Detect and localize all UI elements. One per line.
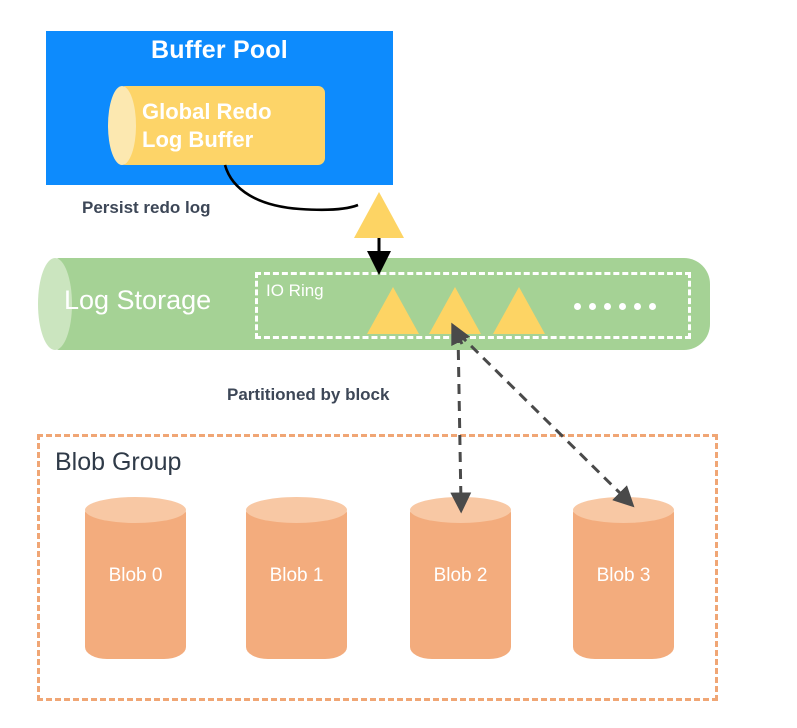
blob-group-title: Blob Group <box>55 448 182 476</box>
redo-buffer-label-line1: Global Redo <box>142 99 272 124</box>
log-storage-label: Log Storage <box>64 285 212 315</box>
blob-label: Blob 2 <box>433 565 488 586</box>
redo-buffer-label-line2: Log Buffer <box>142 127 254 152</box>
blob-cylinder-top <box>573 497 674 523</box>
blob-label: Blob 1 <box>269 565 324 586</box>
blob-cylinder: Blob 2 <box>410 497 511 665</box>
blob-cylinder-body <box>246 509 347 659</box>
blob-group-container <box>37 434 718 701</box>
redo-buffer-cylinder-body <box>122 86 325 165</box>
partitioned-by-block-label: Partitioned by block <box>227 385 390 404</box>
blob-cylinder: Blob 3 <box>573 497 674 665</box>
log-storage-cylinder-cap <box>38 258 72 350</box>
ellipsis-dot <box>649 303 656 310</box>
ellipsis-dot <box>574 303 581 310</box>
blob-cylinder-top <box>246 497 347 523</box>
io-ring-label: IO Ring <box>266 281 324 300</box>
blob-cylinder: Blob 1 <box>246 497 347 665</box>
io-ring-block-triangle-icon <box>429 287 481 334</box>
blob-cylinder-top <box>85 497 186 523</box>
blob-cylinder: Blob 0 <box>85 497 186 665</box>
blob-cylinder-body <box>573 509 674 659</box>
redo-buffer-label-block: Global Redo Log Buffer <box>142 98 332 154</box>
io-ring-block-triangle-icon <box>493 287 545 334</box>
io-ring-ellipsis <box>574 303 656 310</box>
redo-buffer-cylinder-cap <box>108 86 136 165</box>
io-ring-block-triangle-icon <box>367 287 419 334</box>
buffer-pool-title: Buffer Pool <box>151 36 288 64</box>
redo-block-triangle-icon <box>354 192 404 238</box>
blob-cylinder-body <box>410 509 511 659</box>
ellipsis-dot <box>619 303 626 310</box>
ellipsis-dot <box>634 303 641 310</box>
blob-cylinder-body <box>85 509 186 659</box>
global-redo-log-buffer-cylinder: Global Redo Log Buffer <box>108 86 332 165</box>
persist-redo-log-label: Persist redo log <box>82 198 211 217</box>
blob-cylinder-top <box>410 497 511 523</box>
ellipsis-dot <box>589 303 596 310</box>
blob-label: Blob 0 <box>108 565 163 586</box>
ellipsis-dot <box>604 303 611 310</box>
blob-label: Blob 3 <box>596 565 651 586</box>
